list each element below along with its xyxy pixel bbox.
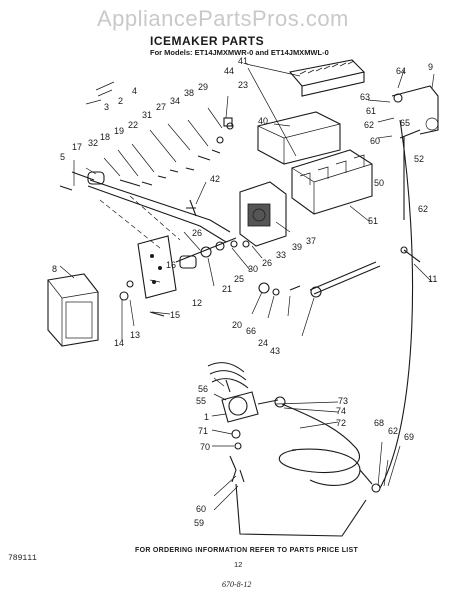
callout-5: 5 (60, 152, 65, 162)
callout-32: 32 (88, 138, 98, 148)
callout-30: 30 (248, 264, 258, 274)
lever-11 (400, 246, 421, 263)
callout-18: 18 (100, 132, 110, 142)
callout-20: 20 (232, 320, 242, 330)
callout-26b: 26 (262, 258, 272, 268)
callout-14: 14 (114, 338, 124, 348)
callout-42: 42 (210, 174, 220, 184)
callout-29: 29 (198, 82, 208, 92)
callout-13: 13 (130, 330, 140, 340)
callout-70: 70 (200, 442, 210, 452)
callout-2: 2 (118, 96, 123, 106)
callout-52: 52 (414, 154, 424, 164)
callout-69: 69 (404, 432, 414, 442)
valve-fittings (229, 429, 245, 483)
callout-24: 24 (258, 338, 268, 348)
handwritten-note: 670-8-12 (222, 580, 252, 589)
callout-62c: 62 (388, 426, 398, 436)
callout-23: 23 (238, 80, 248, 90)
callout-19: 19 (114, 126, 124, 136)
callout-56: 56 (198, 384, 208, 394)
callout-55: 55 (196, 396, 206, 406)
callout-72: 72 (336, 418, 346, 428)
callout-8: 8 (52, 264, 57, 274)
callout-62: 62 (364, 120, 374, 130)
thermostat-and-clips (258, 282, 301, 296)
callout-63: 63 (360, 92, 370, 102)
motor-shaft-parts (175, 237, 250, 269)
callout-41: 41 (238, 56, 248, 66)
callout-1: 1 (204, 412, 209, 422)
callout-62b: 62 (418, 204, 428, 214)
callout-22: 22 (128, 120, 138, 130)
callout-3: 3 (104, 102, 109, 112)
catalog-number: 789111 (8, 554, 37, 563)
callout-60b: 60 (196, 504, 206, 514)
callout-37: 37 (306, 236, 316, 246)
callout-25: 25 (234, 274, 244, 284)
callout-43: 43 (270, 346, 280, 356)
callout-4: 4 (132, 86, 137, 96)
callout-17: 17 (72, 142, 82, 152)
callout-73: 73 (338, 396, 348, 406)
ejector-fingers-44 (288, 59, 366, 97)
callout-40: 40 (258, 116, 268, 126)
callout-9: 9 (428, 62, 433, 72)
model-subtitle: For Models: ET14JMXMWR-0 and ET14JMXMWL-… (150, 48, 329, 57)
callout-numbers: 41 44 4 2 3 64 9 23 29 38 34 27 31 22 19… (52, 56, 437, 528)
callout-44: 44 (224, 66, 234, 76)
screws-14-16 (119, 280, 165, 317)
fill-tube-heater-43 (309, 261, 381, 298)
callout-68: 68 (374, 418, 384, 428)
callout-50: 50 (374, 178, 384, 188)
small-hardware-group (119, 117, 234, 217)
water-valve-55 (221, 379, 286, 423)
callout-21: 21 (222, 284, 232, 294)
ordering-note: FOR ORDERING INFORMATION REFER TO PARTS … (135, 547, 359, 554)
site-watermark: AppliancePartsPros.com (97, 6, 349, 31)
callout-38: 38 (184, 88, 194, 98)
diagram-title: ICEMAKER PARTS (150, 34, 265, 48)
callout-16: 16 (166, 260, 176, 270)
callout-59: 59 (194, 518, 204, 528)
callout-66: 66 (246, 326, 256, 336)
callout-26: 26 (192, 228, 202, 238)
page-number: 12 (234, 560, 243, 569)
bracket-52 (391, 85, 439, 135)
harness-and-connector (59, 171, 231, 249)
front-cover-8 (47, 273, 99, 347)
callout-11: 11 (428, 274, 437, 284)
fill-line-59 (235, 483, 367, 537)
callout-61: 61 (366, 106, 376, 116)
callout-33: 33 (276, 250, 286, 260)
water-tube-72 (278, 403, 381, 493)
mold-heater-51 (291, 149, 373, 215)
cover-40 (257, 111, 341, 165)
callout-34: 34 (170, 96, 180, 106)
control-housing-41 (239, 181, 287, 247)
callout-27: 27 (156, 102, 166, 112)
leader-lines (59, 63, 435, 511)
callout-31: 31 (142, 110, 152, 120)
tube-to-icemaker (379, 119, 414, 489)
callout-15: 15 (170, 310, 180, 320)
callout-65: 65 (400, 118, 410, 128)
callout-71: 71 (198, 426, 208, 436)
callout-60: 60 (370, 136, 380, 146)
callout-39: 39 (292, 242, 302, 252)
wire-leads-56 (207, 362, 249, 389)
callout-74: 74 (336, 406, 346, 416)
callout-12: 12 (192, 298, 202, 308)
callout-64: 64 (396, 66, 406, 76)
callout-51: 51 (368, 216, 378, 226)
